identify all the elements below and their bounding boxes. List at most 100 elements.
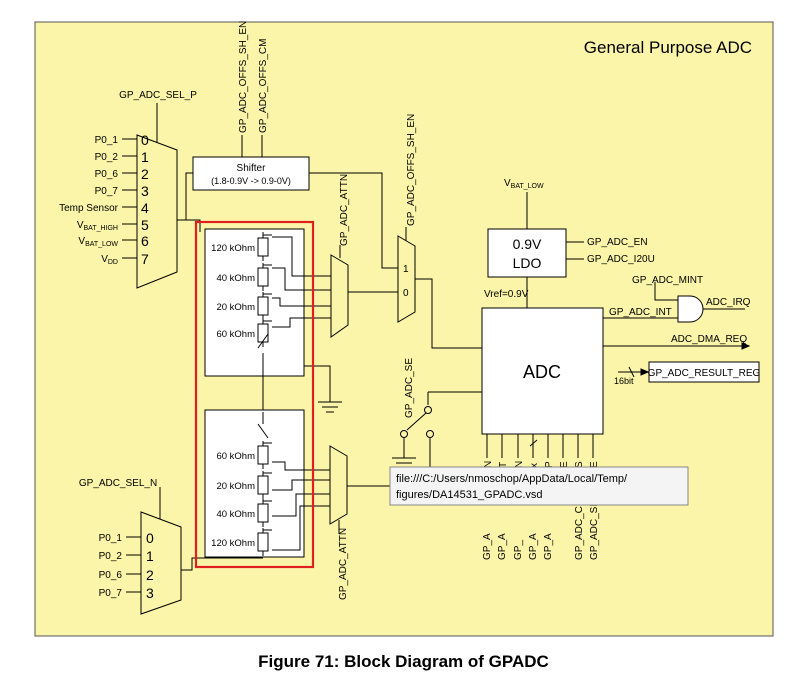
adc-pin-label: S <box>574 461 585 468</box>
adc-label: ADC <box>523 362 561 382</box>
attenuator-top-resistor-label: 40 kOhm <box>216 273 255 284</box>
attenuator-bottom-resistor-label: 60 kOhm <box>216 451 255 462</box>
shifter-sublabel: (1.8-0.9V -> 0.9-0V) <box>211 176 291 186</box>
mux-p-output-wires <box>177 172 398 269</box>
mux-n-input-number: 1 <box>146 548 154 564</box>
attenuator-top-resistor-label: 60 kOhm <box>216 329 255 340</box>
tooltip-line-1: file:///C:/Users/nmoschop/AppData/Local/… <box>396 473 628 485</box>
mux-p-shape <box>136 134 178 289</box>
attenuator-bottom-resistor-label: 120 kOhm <box>211 538 255 549</box>
attenuator-bottom-resistor <box>257 445 269 465</box>
attenuator-top-wires <box>262 232 331 412</box>
mux-n-input-label: P0_6 <box>99 570 123 581</box>
mux-p-input-number: 3 <box>141 183 149 199</box>
shifter-offs-cm-label: GP_ADC_OFFS_CM <box>258 39 269 133</box>
adc-pin-bus-mark <box>529 439 538 447</box>
adc-dma-label: ADC_DMA_REQ <box>671 334 747 345</box>
offset-shift-mux <box>397 235 416 323</box>
shifter-label: Shifter <box>237 163 267 174</box>
mux-p-input-number: 2 <box>141 166 149 182</box>
figure-caption: Figure 71: Block Diagram of GPADC <box>258 652 549 671</box>
adc-result-register-label: GP_ADC_RESULT_REG <box>648 368 761 379</box>
mux-n-input-number: 3 <box>146 585 154 601</box>
adc-int-label: GP_ADC_INT <box>609 307 672 318</box>
attenuator-bottom-resistor <box>257 503 269 523</box>
mux-p-input-label: VDD <box>101 254 118 266</box>
attenuator-bottom-block <box>204 409 305 558</box>
attenuator-top-block <box>204 228 305 377</box>
attenuator-bottom-switch <box>257 423 269 439</box>
mux-n-shape <box>140 511 182 615</box>
mux-n <box>140 487 182 615</box>
attenuator-top-resistor-label: 120 kOhm <box>211 243 255 254</box>
adc-pin-label: T <box>498 462 509 468</box>
attenuator-bottom-resistor <box>257 532 269 552</box>
offset-shift-select-label: GP_ADC_OFFS_SH_EN <box>406 114 417 226</box>
adc-output-wires <box>603 282 751 378</box>
mux-p-input-number: 4 <box>141 200 149 216</box>
attenuator-bottom-resistor <box>257 475 269 495</box>
mux-p <box>136 103 178 289</box>
adc-result-register <box>648 361 760 383</box>
attenuator-top-resistor <box>257 267 269 287</box>
mux-p-input-label: P0_2 <box>95 152 119 163</box>
attenuator-top-resistor <box>257 296 269 316</box>
mux-p-input-number: 6 <box>141 233 149 249</box>
mux-p-input-label: VBAT_HIGH <box>77 220 118 232</box>
mux-p-input-label: P0_7 <box>95 186 119 197</box>
adc-pin-label: x <box>529 463 540 468</box>
attenuator-bottom-attn-label: GP_ADC_ATTN <box>338 528 349 600</box>
shifter-control-lines <box>241 135 263 157</box>
adc-irq-label: ADC_IRQ <box>706 297 751 308</box>
offset-shift-mux-in1: 1 <box>403 264 409 275</box>
adc-pin-label: N <box>483 461 494 468</box>
adc-block <box>481 307 604 435</box>
ldo-vbat-label: VBAT_LOW <box>504 178 544 190</box>
adc-pin-signal: GP_A <box>543 533 554 560</box>
mux-p-input-number: 7 <box>141 251 149 267</box>
mux-p-input-label: P0_1 <box>95 135 119 146</box>
offset-shift-output-wire <box>415 278 482 349</box>
attenuator-bottom-mux <box>329 445 348 525</box>
mux-p-select-label: GP_ADC_SEL_P <box>119 90 197 101</box>
attenuator-top-resistor <box>257 237 269 257</box>
ldo-control-wires <box>526 241 584 308</box>
attenuator-bottom-resistor-label: 40 kOhm <box>216 509 255 520</box>
adc-pin-label: N <box>514 461 525 468</box>
mux-n-input-label: P0_1 <box>99 533 123 544</box>
attenuator-top-resistor <box>257 323 269 343</box>
adc-pin-signal: GP_ <box>513 540 524 560</box>
attenuator-top-mux <box>330 254 349 338</box>
adc-pin-label: E <box>559 461 570 468</box>
mux-n-select-label: GP_ADC_SEL_N <box>79 478 157 489</box>
adc-pin-signal: GP_A <box>482 533 493 560</box>
adc-bits-label: 16bit <box>614 376 634 386</box>
file-path-tooltip <box>389 466 689 506</box>
adc-pin-signal: GP_A <box>528 533 539 560</box>
adc-pin-signal: GP_A <box>497 533 508 560</box>
shifter-block <box>192 156 310 191</box>
mux-p-input-label: Temp Sensor <box>59 203 119 214</box>
ldo-vref-label: Vref=0.9V <box>484 289 529 300</box>
diagram-title: General Purpose ADC <box>584 38 752 57</box>
ldo-voltage-label: 0.9V <box>513 236 542 252</box>
mux-n-input-number: 2 <box>146 567 154 583</box>
ldo-i20u-label: GP_ADC_I20U <box>587 254 655 265</box>
adc-pin-label: E <box>589 461 600 468</box>
mux-p-input-label: P0_6 <box>95 169 119 180</box>
tooltip-line-2: figures/DA14531_GPADC.vsd <box>396 489 543 501</box>
attenuator-top-switch <box>257 333 269 349</box>
mux-p-input-label: VBAT_LOW <box>78 236 118 248</box>
mux-p-input-number: 1 <box>141 149 149 165</box>
se-switch-label: GP_ADC_SE <box>404 358 415 418</box>
mux-p-input-number: 0 <box>141 132 149 148</box>
adc-pin-signal: GP_ADC_SI <box>589 504 600 560</box>
shifter-offs-sh-en-label: GP_ADC_OFFS_SH_EN <box>238 21 249 133</box>
ldo-en-label: GP_ADC_EN <box>587 237 648 248</box>
mux-n-input-number: 0 <box>146 530 154 546</box>
